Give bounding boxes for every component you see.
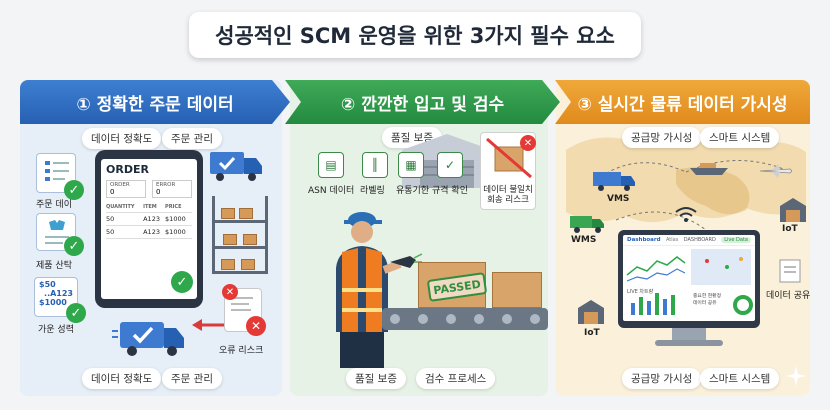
main-title: 성공적인 SCM 운영을 위한 3가지 필수 요소 — [189, 12, 641, 58]
delivery-truck-icon — [210, 152, 262, 181]
heading-inbound-inspection: ② 깐깐한 입고 및 검수 — [285, 80, 560, 124]
tag-supply-chain-visibility-bottom: 공급망 가시성 — [622, 368, 702, 389]
conveyor-belt — [382, 308, 548, 330]
side-label-price: 가운 성력 — [38, 325, 74, 335]
check-icon: ✓ — [171, 271, 193, 293]
ship-icon — [690, 163, 728, 175]
order-tablet: ORDER ORDER 0 ERROR 0 QUANTITY ITEM PRIC… — [95, 150, 203, 308]
icon-label-spec: 규격 확인 — [432, 186, 468, 196]
tag-inspection-process: 검수 프로세스 — [416, 368, 496, 389]
checkbox-spec-icon: ✓ — [437, 152, 463, 178]
heading-order-data: ① 정확한 주문 데이터 — [20, 80, 290, 124]
map-label-iot-left: IoT — [584, 328, 600, 338]
icon-label-expiry: 유통기한 — [396, 186, 430, 196]
world-map-illustration — [566, 134, 806, 231]
barcode-label-icon: ║ — [362, 152, 388, 178]
chart-label: LIVE 차트량 — [627, 289, 654, 295]
map-label-vms: VMS — [607, 194, 630, 204]
wifi-icon — [675, 207, 697, 222]
icon-label-asn: ASN 데이터 — [308, 186, 355, 196]
icon-label-labeling: 라벨링 — [360, 186, 385, 196]
table-cell: A123 — [143, 212, 166, 226]
tag-order-management: 주문 관리 — [162, 128, 222, 149]
warehouse-icon — [780, 198, 806, 222]
table-cell: $1000 — [165, 225, 192, 239]
map-label-iot-right: IoT — [782, 224, 798, 234]
legend-item: 데이터 공유 — [693, 301, 717, 306]
monitor-stand — [672, 328, 706, 342]
order-screen: ORDER ORDER 0 ERROR 0 QUANTITY ITEM PRIC… — [101, 159, 197, 299]
error-field-value: 0 — [156, 188, 161, 196]
col-header: ITEM — [143, 202, 166, 213]
tag-quality-assurance-bottom: 품질 보증 — [346, 368, 406, 389]
table-row: 50 A123 $1000 — [106, 225, 192, 239]
check-icon: ✓ — [66, 303, 86, 323]
table-cell: $1000 — [165, 212, 192, 226]
sparkle-icon — [786, 366, 806, 386]
table-cell: A123 — [143, 225, 166, 239]
price-line: $50 — [39, 280, 56, 289]
order-field-value: 0 — [110, 188, 115, 196]
dashboard-tab: DASHBOARD — [683, 237, 716, 243]
tag-smart-system-bottom: 스마트 시스템 — [700, 368, 780, 389]
side-label-order: 주문 데이 — [36, 200, 72, 210]
table-cell: 50 — [106, 212, 144, 226]
error-x-icon: ✕ — [222, 284, 238, 300]
arrow-left-icon — [192, 319, 228, 331]
monitor-base — [655, 340, 723, 346]
delivery-truck-icon — [593, 172, 635, 191]
order-title: ORDER — [106, 163, 149, 176]
dashboard-title: Dashboard — [627, 237, 661, 243]
col-header: PRICE — [165, 202, 192, 213]
delivery-truck-icon — [570, 216, 604, 233]
dashboard-charts — [626, 249, 753, 315]
table-row: 50 A123 $1000 — [106, 212, 192, 226]
error-x-icon: ✕ — [520, 135, 536, 151]
tag-smart-system: 스마트 시스템 — [700, 127, 780, 148]
risk-label: 데이터 불일치 회송 리스크 — [483, 185, 533, 206]
dashboard-monitor: Dashboard Atlas DASHBOARD Live Data LIVE… — [618, 230, 760, 328]
check-icon: ✓ — [64, 236, 84, 256]
tag-supply-chain-visibility: 공급망 가시성 — [622, 127, 702, 148]
map-label-data-sharing: 데이터 공유 — [766, 291, 811, 301]
col-header: QUANTITY — [106, 202, 144, 213]
delivery-truck-icon — [112, 322, 184, 356]
heading-logistics-visibility: ③ 실시간 물류 데이터 가시성 — [555, 80, 810, 124]
price-line: $1000 — [39, 298, 67, 307]
map-label-wms: WMS — [571, 235, 597, 245]
price-line: ..A123 — [44, 289, 73, 298]
damaged-box-icon — [486, 137, 532, 179]
error-risk-label: 오류 리스크 — [219, 346, 264, 356]
dashboard-brand: Atlas — [665, 237, 679, 243]
side-label-product: 제품 산탁 — [36, 261, 72, 271]
error-field-label: ERROR — [156, 182, 176, 188]
package-box — [492, 272, 542, 308]
table-cell: 50 — [106, 225, 144, 239]
live-badge: Live Data — [721, 237, 751, 243]
order-field-label: ORDER — [110, 182, 130, 188]
warehouse-shelf-icon — [212, 196, 268, 274]
document-icon — [779, 259, 801, 283]
calendar-icon: ▦ — [398, 152, 424, 178]
check-icon: ✓ — [64, 180, 84, 200]
tag-data-accuracy-bottom: 데이터 정확도 — [82, 368, 162, 389]
legend-item: 중요한 현황정 — [693, 294, 722, 299]
worker-illustration — [336, 212, 402, 368]
tag-data-accuracy: 데이터 정확도 — [82, 128, 162, 149]
warehouse-icon — [578, 300, 604, 324]
airplane-icon — [759, 164, 792, 178]
error-x-icon: ✕ — [246, 316, 266, 336]
asn-data-icon: ▤ — [318, 152, 344, 178]
order-table: QUANTITY ITEM PRICE 50 A123 $1000 50 A12… — [106, 202, 192, 239]
tag-order-management-bottom: 주문 관리 — [162, 368, 222, 389]
dashboard-screen: Dashboard Atlas DASHBOARD Live Data LIVE… — [623, 235, 755, 321]
